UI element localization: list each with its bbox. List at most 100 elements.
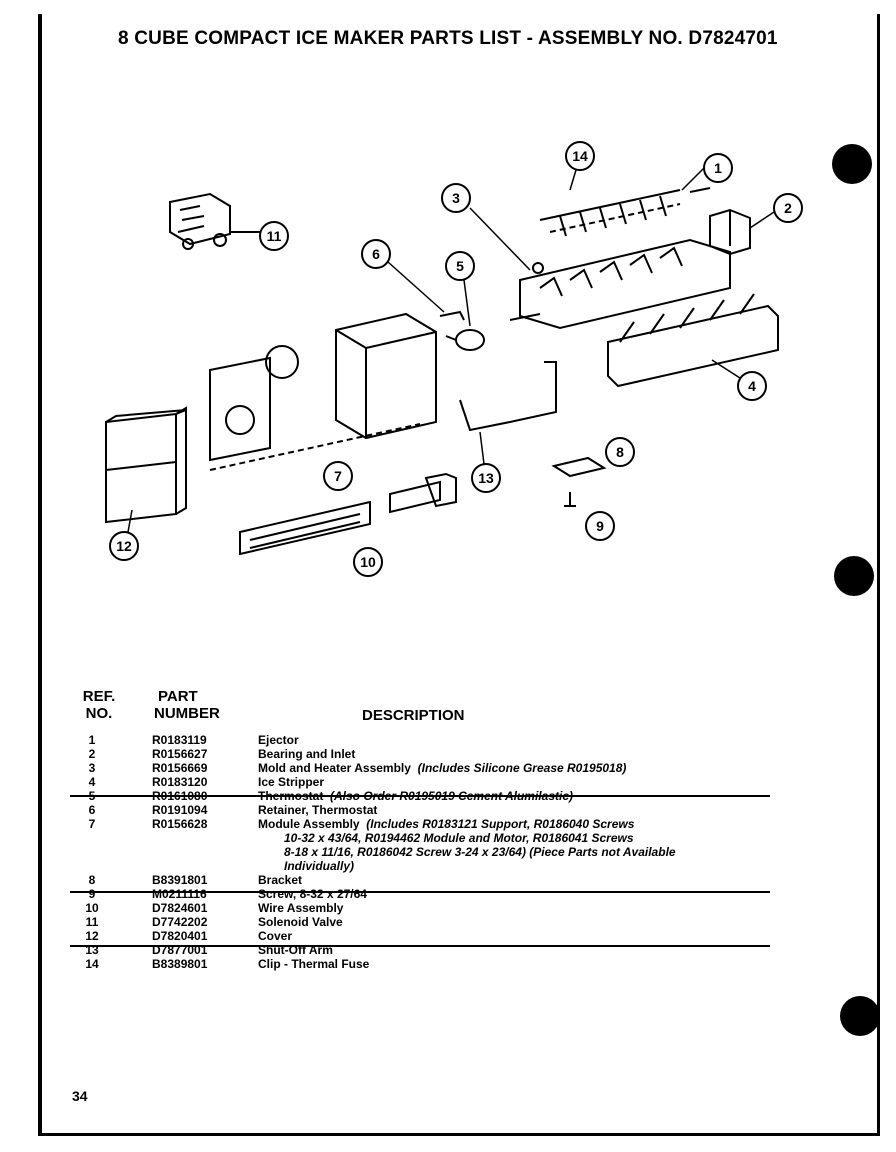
- callout-11: 11: [259, 221, 289, 251]
- callout-10: 10: [353, 547, 383, 577]
- header-description: DESCRIPTION: [362, 707, 465, 724]
- binder-hole-middle: [834, 556, 874, 596]
- callout-13: 13: [471, 431, 501, 493]
- ref-number: 1: [88, 733, 96, 747]
- solenoid-valve-drawing: [169, 192, 260, 250]
- wire-assembly-drawing: [239, 472, 457, 556]
- part-description: Bracket: [258, 873, 303, 887]
- header-ref-line1: REF.: [82, 688, 116, 705]
- callout-2: 2: [749, 193, 803, 229]
- divider-rule: [70, 891, 770, 893]
- callout-6-label: 6: [372, 246, 380, 262]
- part-number: R0156628: [152, 817, 208, 831]
- ref-number: 4: [88, 775, 96, 789]
- page-number: 34: [72, 1088, 88, 1104]
- ejector-drawing: [539, 187, 711, 237]
- list-item: 9 M0211116 Screw, 8-32 x 27/64: [70, 887, 770, 901]
- part-number: M0211116: [152, 887, 207, 901]
- list-item: 8 B8391801 Bracket: [70, 873, 770, 887]
- part-description: Ice Stripper: [258, 775, 325, 789]
- ref-number: 7: [88, 817, 96, 831]
- part-description: Ejector: [258, 733, 299, 747]
- part-description: Cover: [258, 929, 293, 943]
- parts-list: 1 R0183119 Ejector 2 R0156627 Bearing an…: [70, 733, 770, 971]
- list-item: 1 R0183119 Ejector: [70, 733, 770, 747]
- ref-number: 11: [85, 915, 99, 929]
- part-number: R0156627: [152, 747, 208, 761]
- callout-5: 5: [445, 251, 475, 327]
- part-description: Retainer, Thermostat: [258, 803, 378, 817]
- callout-5-label: 5: [456, 258, 464, 274]
- callout-11-label: 11: [267, 228, 282, 244]
- header-part-number: PART NUMBER: [154, 688, 220, 722]
- thermostat-drawing: [445, 329, 485, 351]
- part-note: (Includes Silicone Grease R0195018): [417, 761, 627, 775]
- shut-off-arm-drawing: [459, 361, 557, 432]
- ice-stripper-drawing: [607, 293, 779, 388]
- module-note-line: 8-18 x 11/16, R0186042 Screw 3-24 x 23/6…: [284, 845, 676, 859]
- module-note-line: 10-32 x 43/64, R0194462 Module and Motor…: [284, 831, 634, 845]
- callout-3: 3: [441, 183, 531, 271]
- list-item: 11 D7742202 Solenoid Valve: [70, 915, 770, 929]
- header-ref-no: REF. NO.: [77, 688, 121, 722]
- callout-9: 9: [585, 511, 615, 541]
- header-part-line1: PART: [158, 688, 198, 705]
- part-description: Solenoid Valve: [258, 915, 343, 929]
- binder-hole-bottom: [840, 996, 880, 1036]
- part-description: Wire Assembly: [258, 901, 344, 915]
- list-item: 10 D7824601 Wire Assembly: [70, 901, 770, 915]
- divider-rule: [70, 795, 770, 797]
- callout-4-label: 4: [748, 378, 756, 394]
- part-number: R0191094: [152, 803, 208, 817]
- mold-heater-drawing: [509, 238, 731, 330]
- module-note-line: Individually): [284, 859, 355, 873]
- callout-2-label: 2: [784, 200, 792, 216]
- part-description: Clip - Thermal Fuse: [258, 957, 370, 971]
- page-border: [38, 14, 880, 1136]
- part-number: R0156669: [152, 761, 208, 775]
- page-title: 8 CUBE COMPACT ICE MAKER PARTS LIST - AS…: [118, 28, 778, 49]
- ref-number: 12: [85, 929, 99, 943]
- callout-6: 6: [361, 239, 445, 313]
- callout-12: 12: [109, 509, 139, 561]
- ref-number: 2: [88, 747, 96, 761]
- callout-1: 1: [681, 153, 733, 191]
- screw-drawing: [564, 492, 576, 507]
- callout-7-label: 7: [334, 468, 342, 484]
- ref-number: 6: [88, 803, 96, 817]
- cover-drawing: [105, 406, 187, 524]
- part-description: Mold and Heater Assembly (Includes Silic…: [258, 761, 627, 775]
- list-item: 2 R0156627 Bearing and Inlet: [70, 747, 770, 761]
- callout-8-label: 8: [616, 444, 624, 460]
- part-number: D7820401: [152, 929, 208, 943]
- ref-number: 9: [88, 887, 96, 901]
- callout-8: 8: [605, 437, 635, 467]
- list-item: 3 R0156669 Mold and Heater Assembly (Inc…: [70, 761, 770, 775]
- part-number: B8389801: [152, 957, 208, 971]
- callout-14-label: 14: [572, 148, 588, 164]
- part-description: Screw, 8-32 x 27/64: [258, 887, 367, 901]
- list-item: 14 B8389801 Clip - Thermal Fuse: [70, 957, 770, 971]
- ref-number: 3: [88, 761, 96, 775]
- part-number: D7742202: [152, 915, 208, 929]
- list-item: 6 R0191094 Retainer, Thermostat: [70, 803, 770, 817]
- part-number: R0183120: [152, 775, 208, 789]
- binder-hole-top: [832, 144, 872, 184]
- callout-10-label: 10: [360, 554, 376, 570]
- ref-number: 10: [85, 901, 99, 915]
- bracket-drawing: [551, 456, 607, 478]
- callout-13-label: 13: [478, 470, 494, 486]
- module-assembly-drawing: [209, 312, 437, 471]
- callout-1-label: 1: [714, 160, 722, 176]
- ref-number: 14: [85, 957, 99, 971]
- header-ref-line2: NO.: [85, 705, 113, 722]
- part-description: Bearing and Inlet: [258, 747, 356, 761]
- part-number: R0183119: [152, 733, 207, 747]
- part-number: B8391801: [152, 873, 208, 887]
- part-note: (Includes R0183121 Support, R0186040 Scr…: [366, 817, 635, 831]
- divider-rule: [70, 945, 770, 947]
- header-part-line2: NUMBER: [154, 705, 220, 722]
- callout-4: 4: [711, 359, 767, 401]
- callout-3-label: 3: [452, 190, 460, 206]
- exploded-parts-diagram: 1 2 3 4 5 6 7 8 9 10 11 12 13 14: [105, 141, 803, 577]
